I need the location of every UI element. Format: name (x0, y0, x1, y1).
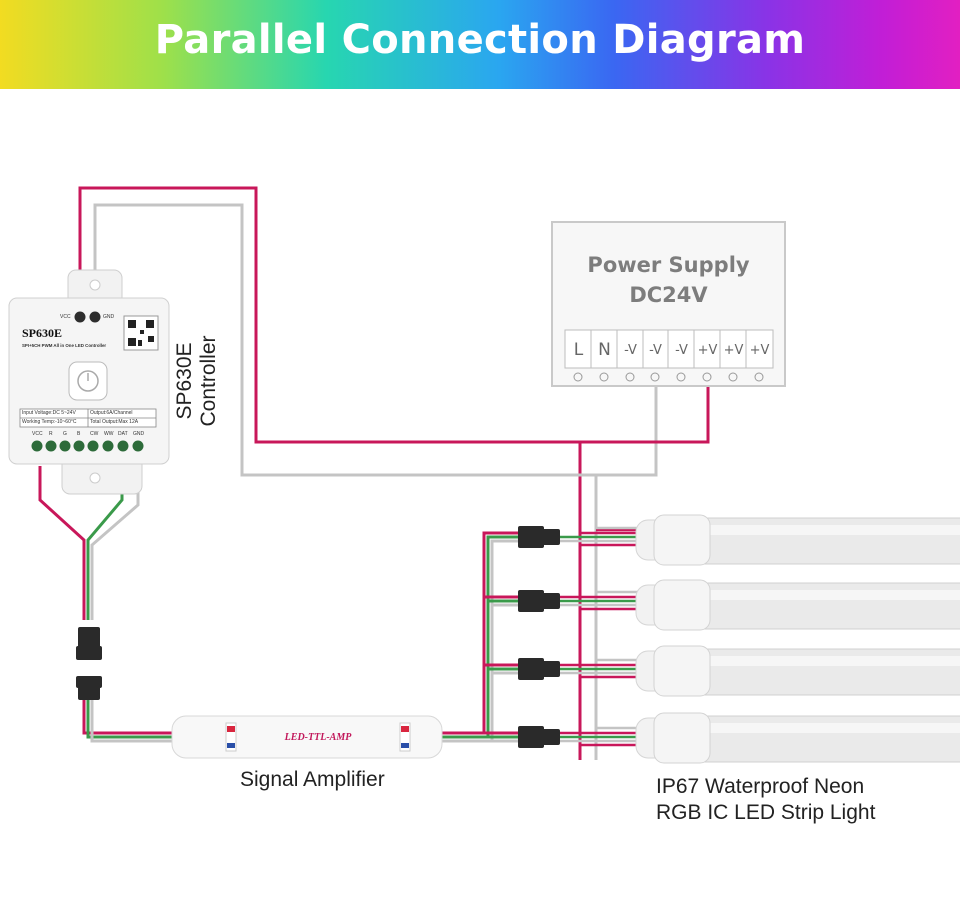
psu-negative-wire (596, 383, 658, 477)
terminal-neg-3: -V (675, 343, 688, 358)
terminal-neg-2: -V (649, 343, 662, 358)
amp-output-cable (435, 531, 520, 735)
amplifier-body-text: LED-TTL-AMP (284, 732, 352, 743)
jst-connector-strip (518, 526, 560, 748)
controller-spec-total: Total Output:Max 12A (90, 419, 139, 425)
controller-output-cable (38, 466, 86, 620)
controller-label: SP630E Controller (173, 335, 220, 427)
terminal-pos-2: +V (723, 343, 744, 358)
controller-model: SP630E (22, 326, 63, 340)
jst-connector-input (76, 627, 102, 700)
controller-device (8, 269, 170, 495)
amp-input-cable (82, 700, 180, 735)
controller-spec-temp: Working Temp:-10~60°C (22, 419, 77, 425)
power-supply-title: Power Supply DC24V (587, 253, 750, 307)
psu-positive-wire (580, 383, 710, 444)
controller-spec-input: Input Voltage:DC 5~24V (22, 410, 76, 416)
terminal-l: L (573, 340, 584, 360)
controller-pin-g: G (63, 431, 67, 437)
controller-pin-b: B (77, 431, 81, 437)
controller-top-gnd: GND (103, 314, 115, 320)
strip-caption: IP67 Waterproof Neon RGB IC LED Strip Li… (656, 775, 876, 824)
controller-pin-ww: WW (104, 431, 114, 437)
terminal-pos-3: +V (749, 343, 770, 358)
controller-subtitle: SPI+5CH PWM All in One LED Controller (22, 343, 107, 348)
signal-amplifier (171, 715, 443, 759)
controller-gnd-wire (93, 203, 598, 760)
neon-strip-lights (635, 514, 960, 764)
controller-pin-r: R (49, 431, 53, 437)
controller-top-vcc: VCC (60, 314, 71, 320)
controller-pin-gnd: GND (133, 431, 145, 437)
controller-pin-cw: CW (90, 431, 99, 437)
controller-vcc-wire (78, 186, 582, 760)
controller-pin-dat: DAT (118, 431, 128, 437)
power-bus-taps (560, 526, 640, 747)
controller-spec-output: Output:6A/Channel (90, 410, 133, 416)
terminal-neg-1: -V (624, 343, 637, 358)
power-supply (551, 221, 786, 387)
controller-pin-vcc: VCC (32, 431, 43, 437)
amplifier-caption: Signal Amplifier (240, 768, 385, 791)
terminal-n: N (598, 340, 611, 360)
title-banner: Parallel Connection Diagram (0, 0, 960, 89)
page-title: Parallel Connection Diagram (154, 17, 806, 63)
terminal-pos-1: +V (697, 343, 718, 358)
